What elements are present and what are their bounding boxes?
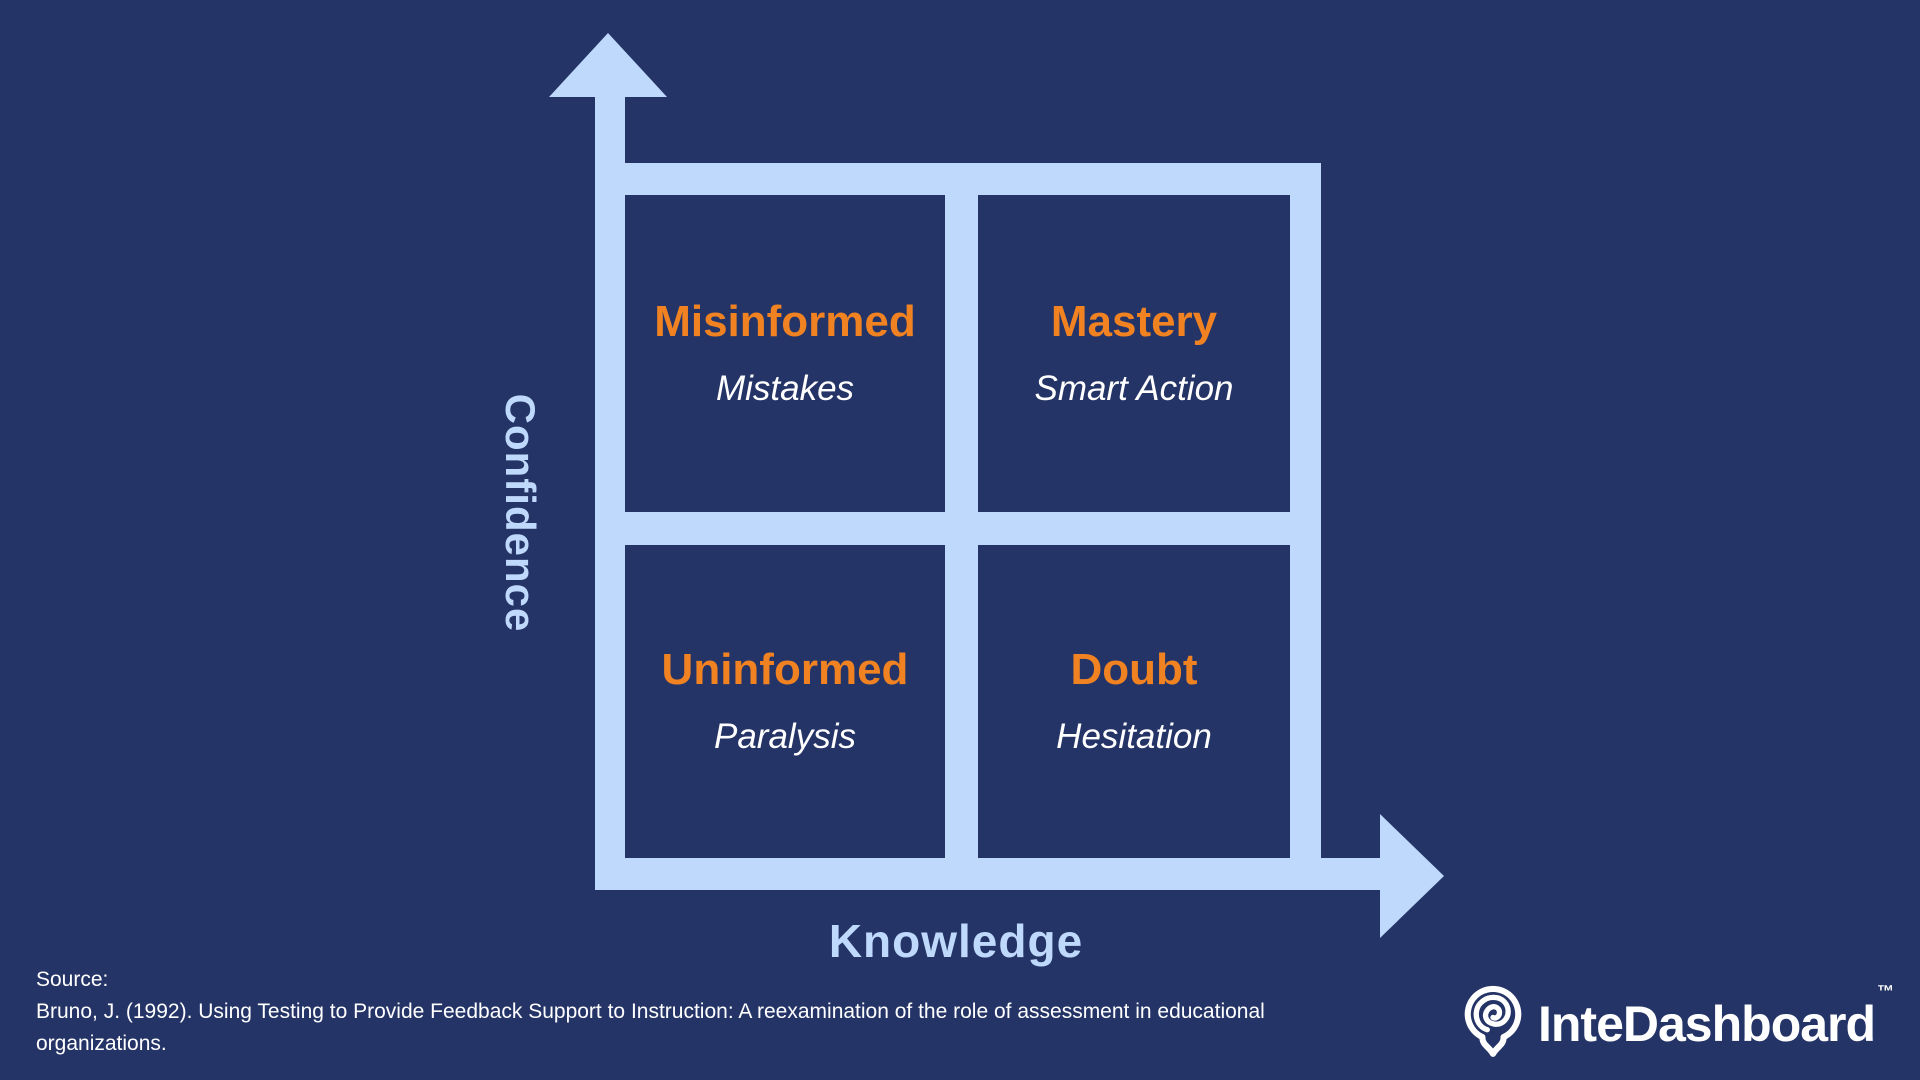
quadrant-subtitle: Mistakes bbox=[715, 369, 855, 409]
quadrant-grid: Misinformed Mistakes Mastery Smart Actio… bbox=[595, 163, 1321, 890]
x-axis-label: Knowledge bbox=[828, 915, 1084, 967]
quadrant-cell-bottom-right: Doubt Hesitation bbox=[978, 545, 1290, 858]
source-label: Source: bbox=[36, 968, 109, 991]
logo-trademark: ™ bbox=[1877, 982, 1895, 1001]
quadrant-cell-top-left: Misinformed Mistakes bbox=[625, 195, 945, 512]
y-axis-arrow-up-icon bbox=[549, 33, 667, 97]
quadrant-cell-bottom-left: Uninformed Paralysis bbox=[625, 545, 945, 858]
quadrant-cell-top-right: Mastery Smart Action bbox=[978, 195, 1290, 512]
quadrant-subtitle: Hesitation bbox=[1056, 717, 1212, 757]
quadrant-title: Uninformed bbox=[661, 645, 909, 695]
source-text: Bruno, J. (1992). Using Testing to Provi… bbox=[36, 1000, 1265, 1055]
y-axis-label: Confidence bbox=[497, 393, 544, 633]
x-axis-arrow-right-icon bbox=[1380, 814, 1444, 938]
quadrant-title: Mastery bbox=[1050, 297, 1218, 347]
logo: InteDashboard ™ bbox=[1452, 980, 1894, 1068]
quadrant-title: Doubt bbox=[1070, 645, 1198, 695]
logo-text: InteDashboard bbox=[1538, 996, 1876, 1052]
quadrant-subtitle: Smart Action bbox=[1034, 369, 1234, 409]
quadrant-title: Misinformed bbox=[654, 297, 916, 347]
source-citation: Source: Bruno, J. (1992). Using Testing … bbox=[36, 964, 1376, 1060]
lightbulb-brain-icon bbox=[1452, 980, 1534, 1068]
quadrant-subtitle: Paralysis bbox=[714, 717, 856, 757]
